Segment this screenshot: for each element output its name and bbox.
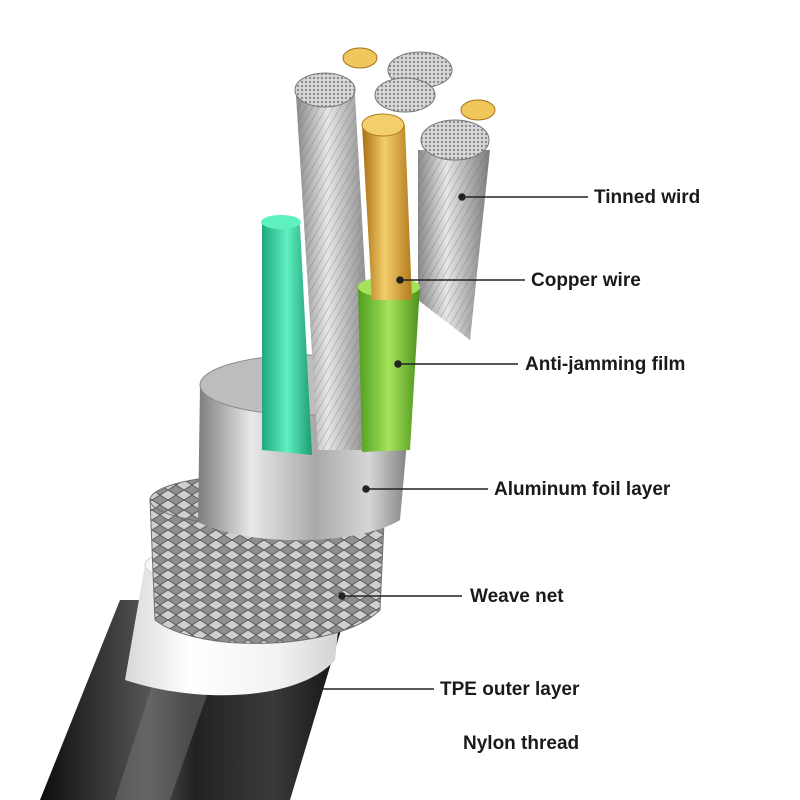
leader-lines [312,193,588,693]
weave-net-label: Weave net [470,586,564,607]
copper-wire-tips [342,47,496,121]
nylon-thread-label: Nylon thread [463,733,580,754]
anti-jamming-film-label: Anti-jamming film [525,354,686,375]
aluminum-foil-layer-label: Aluminum foil layer [494,479,671,500]
tpe-outer-layer-label: TPE outer layer [440,679,580,700]
tinned-wire-bundle-left [294,72,375,450]
tinned-wire-bundle-back [374,51,453,113]
teal-insulated-wire [261,215,312,455]
tinned-wire-bundle-right [418,119,490,340]
tinned-wire-label: Tinned wird [594,187,701,208]
copper-wire-label: Copper wire [531,270,641,291]
copper-wire-core [361,113,412,300]
